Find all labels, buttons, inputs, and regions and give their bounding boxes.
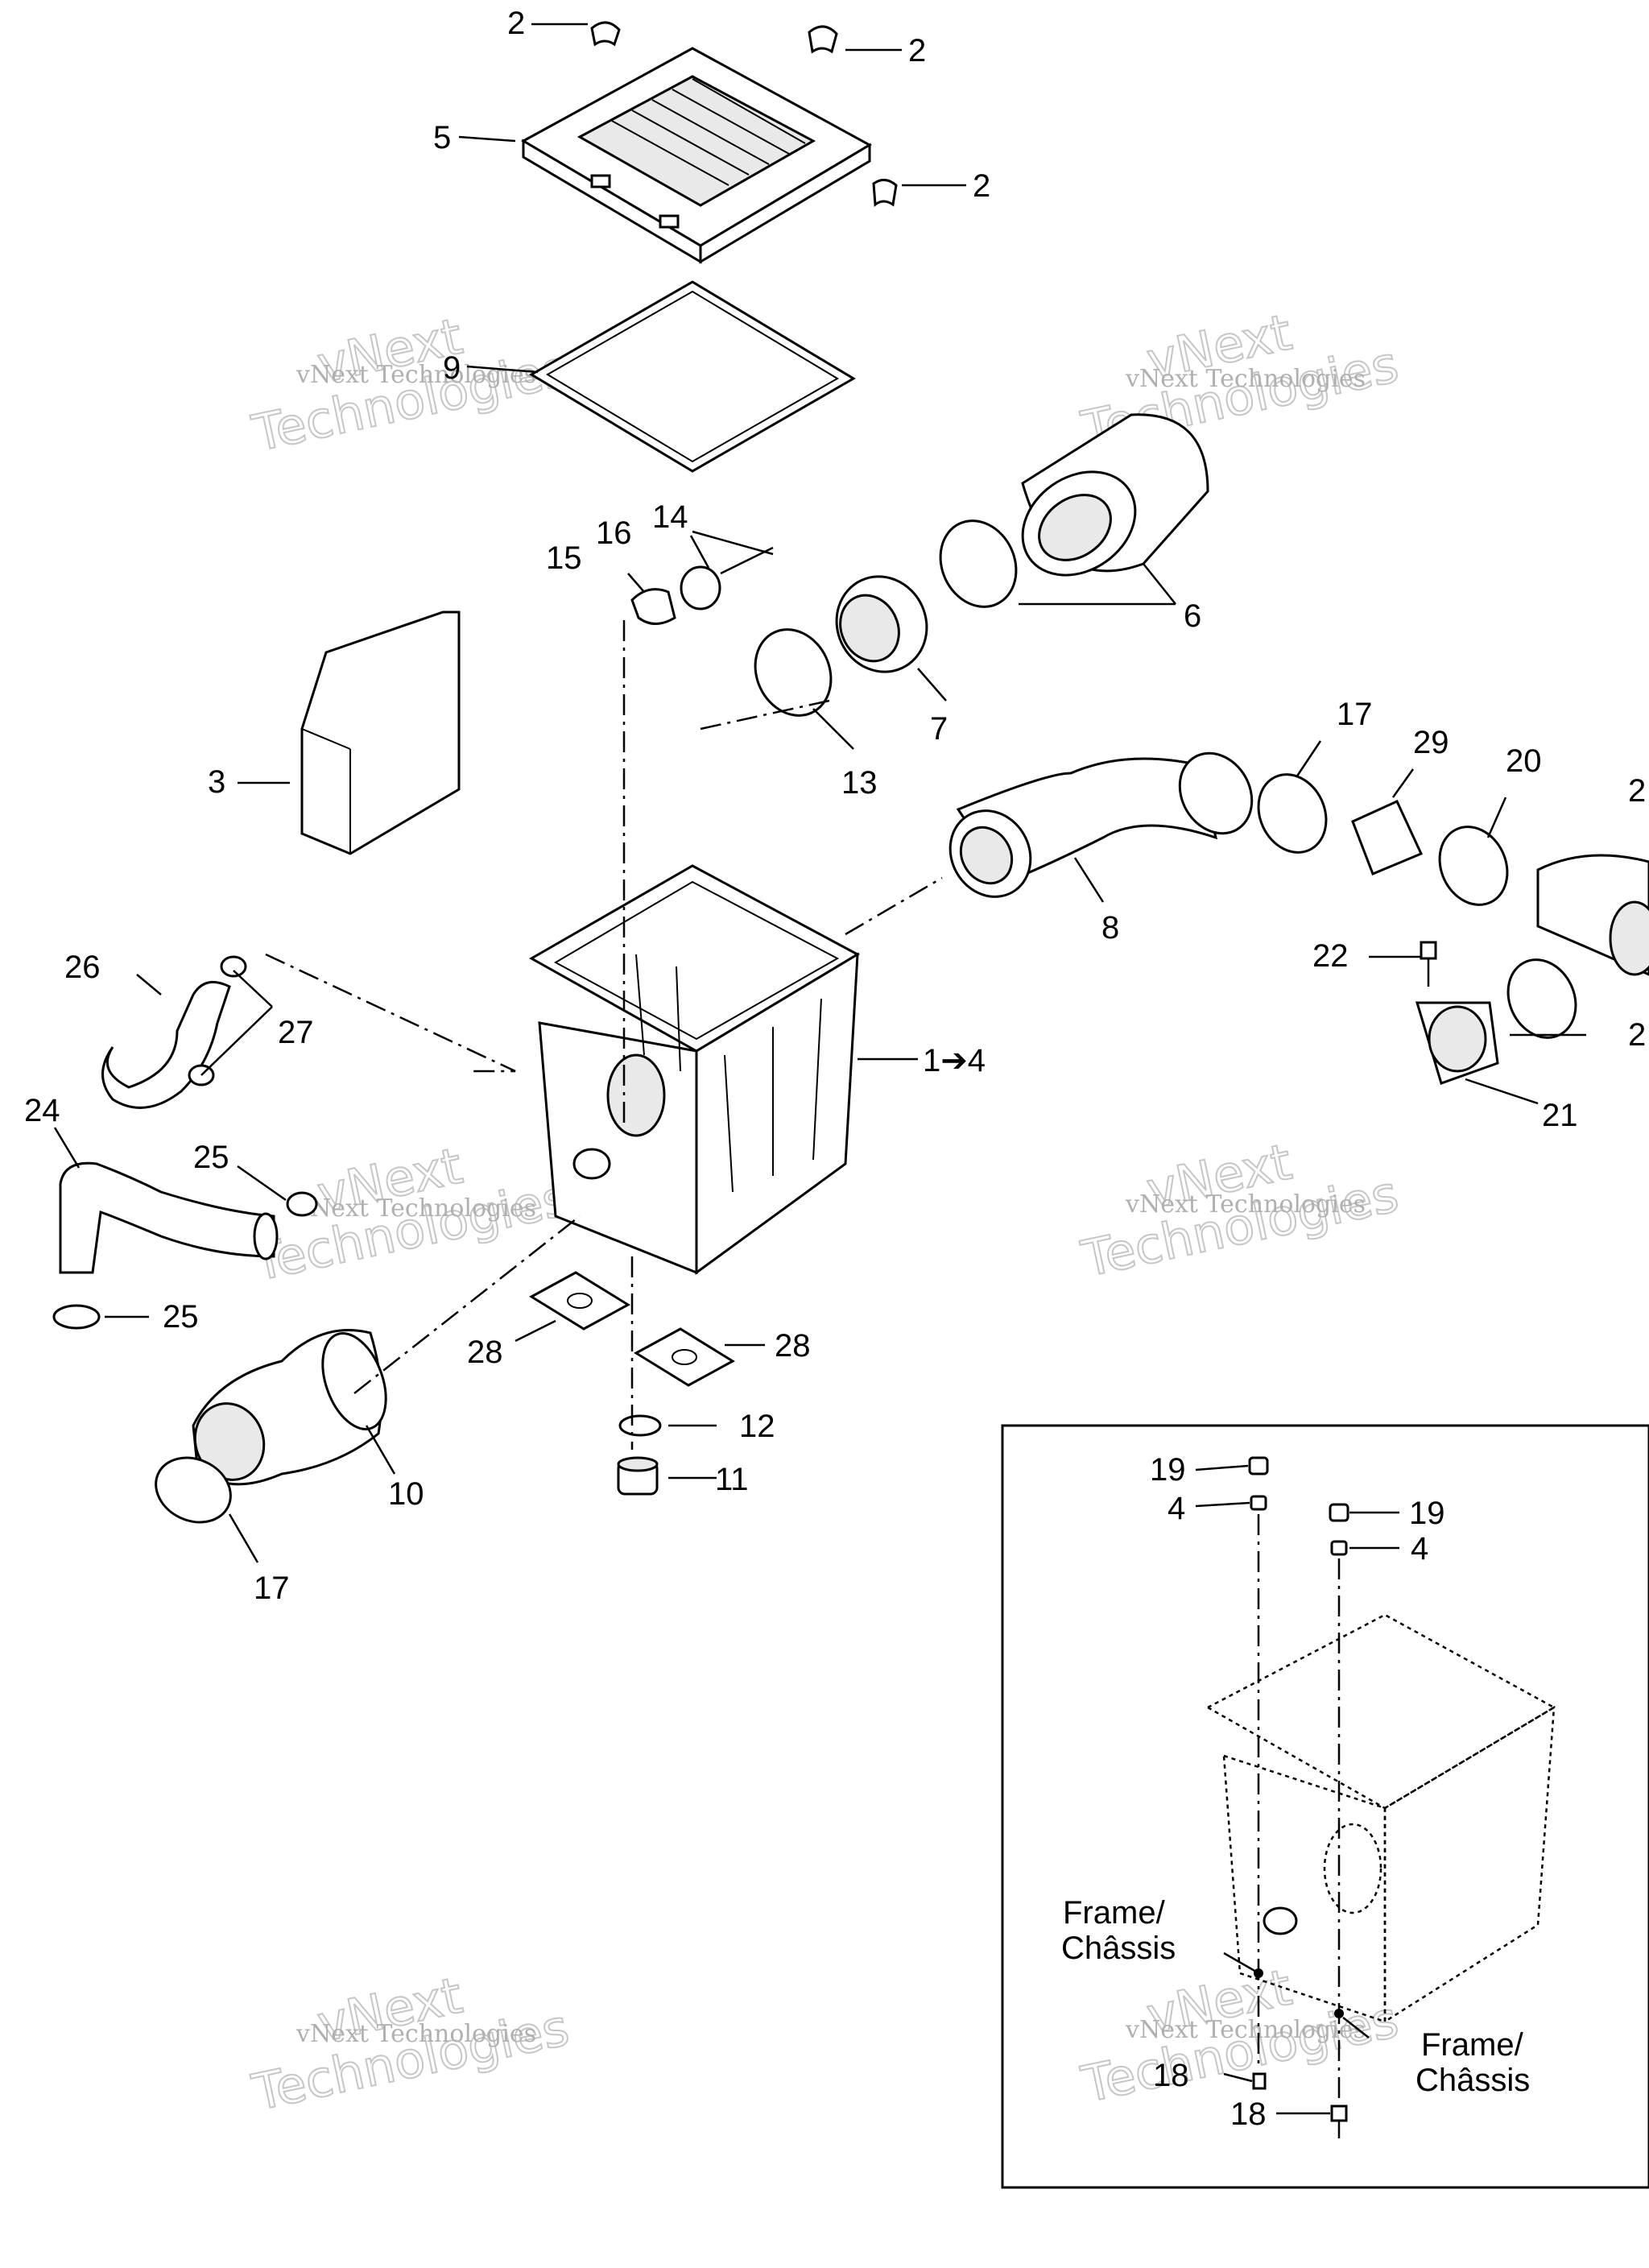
gasket [529,280,856,473]
callout-25b: 25 [163,1299,199,1335]
hose-24 [59,1161,279,1274]
bolt-22 [1420,941,1437,987]
drain-cap-11 [617,1456,659,1496]
frame-label-right-1: Frame/ [1421,2027,1524,2063]
clamp-23 [1506,958,1577,1039]
svg-text:vNext Technologies: vNext Technologies [295,1194,536,1223]
inset-nut-left [1248,1456,1269,2070]
coupling-7 [835,575,928,673]
callout-4a: 4 [1168,1491,1185,1526]
plug [630,588,676,625]
callout-17a: 17 [1337,697,1373,732]
callout-28b: 28 [775,1328,811,1364]
clamp-13 [754,628,833,717]
inset-bolt-left [1252,2072,1267,2090]
sleeve-29 [1351,800,1424,875]
svg-text:vNext Technologies: vNext Technologies [1125,2016,1366,2044]
callout-25a: 25 [193,1140,229,1175]
clamp-27-a [220,955,247,978]
callout-18a: 18 [1153,2058,1189,2093]
inset-housing [1205,1613,1556,2024]
inset-leaders [1195,1464,1399,2115]
leader-lines [53,23,1586,1563]
callout-16: 16 [596,515,632,551]
shield-panel [300,610,461,855]
callout-17b: 17 [254,1571,290,1606]
callout-21: 21 [1542,1098,1578,1133]
callout-labels: 2 2 2 5 9 14 16 15 6 7 13 3 17 29 20 2 8… [24,6,1646,2132]
clamp-17-bottom [155,1456,232,1524]
callout-1-4: 1➔4 [923,1043,986,1078]
callout-29: 29 [1413,725,1449,760]
callout-5: 5 [433,120,451,155]
callout-15: 15 [546,540,582,576]
clip-2-right [872,179,898,207]
callout-2b: 2 [908,33,926,68]
intake-boot-10 [192,1329,387,1486]
callout-9: 9 [443,350,461,386]
clamp-17-top [1257,773,1328,854]
svg-text:vNext Technologies: vNext Technologies [295,2020,536,2048]
callout-2c: 2 [973,168,990,204]
clamp-12 [618,1414,662,1437]
callout-19b: 19 [1409,1496,1445,1531]
callout-7: 7 [930,711,948,747]
duct-23 [1536,854,1649,976]
callout-28a: 28 [467,1335,503,1370]
clamp-25-a [286,1191,318,1217]
callout-19a: 19 [1150,1452,1186,1488]
airbox-cover [520,47,873,264]
callout-26: 26 [64,950,101,985]
frame-label-left-1: Frame/ [1063,1895,1166,1931]
callout-20: 20 [1506,743,1542,779]
callout-2a: 2 [507,6,525,41]
callout-23b: 2 [1628,1017,1646,1053]
airbox-housing [528,864,861,1275]
callout-23a: 2 [1628,773,1646,809]
intake-duct-8 [948,751,1254,898]
pad-28-left [529,1271,630,1331]
callout-22: 22 [1312,938,1349,974]
clamp-20 [1438,826,1509,906]
inset-bolt-right [1330,2105,1348,2138]
inset-nut-right [1329,1503,1349,2102]
clamp-6 [939,519,1018,608]
callout-13: 13 [841,765,878,801]
clip-2-top-right [808,25,838,54]
foam-plug [680,565,721,610]
callout-24: 24 [24,1093,60,1128]
callout-12: 12 [739,1409,775,1444]
callout-11: 11 [715,1462,749,1497]
svg-text:vNext Technologies: vNext Technologies [1125,1190,1366,1219]
watermark-6: vNext Technologies vNext Technologies [1076,1957,1404,2115]
callout-14: 14 [652,499,688,535]
svg-text:vNext Technologies: vNext Technologies [1125,365,1366,393]
bracket-21 [1415,1001,1499,1085]
frame-label-left-2: Châssis [1061,1931,1176,1966]
watermark-1: vNext Technologies vNext Technologies [246,306,575,464]
svg-text:vNext Technologies: vNext Technologies [295,361,536,389]
watermark-4: vNext Technologies vNext Technologies [1076,1132,1404,1289]
watermark-5: vNext Technologies vNext Technologies [246,1965,575,2123]
pad-28-right [634,1327,735,1387]
air-filter [1021,413,1209,577]
inset-detail [1001,1424,1649,2189]
frame-label-right-2: Châssis [1415,2063,1530,2098]
assembly-lines [265,620,943,1450]
callout-18b: 18 [1230,2096,1267,2132]
callout-8: 8 [1101,910,1119,946]
callout-4b: 4 [1411,1531,1428,1566]
clip-2-top-left [590,21,621,47]
callout-27: 27 [278,1015,314,1050]
clamp-25-b [52,1304,101,1330]
callout-3: 3 [208,764,225,800]
hose-26 [101,980,231,1109]
callout-6: 6 [1184,598,1201,634]
callout-10: 10 [388,1476,424,1512]
